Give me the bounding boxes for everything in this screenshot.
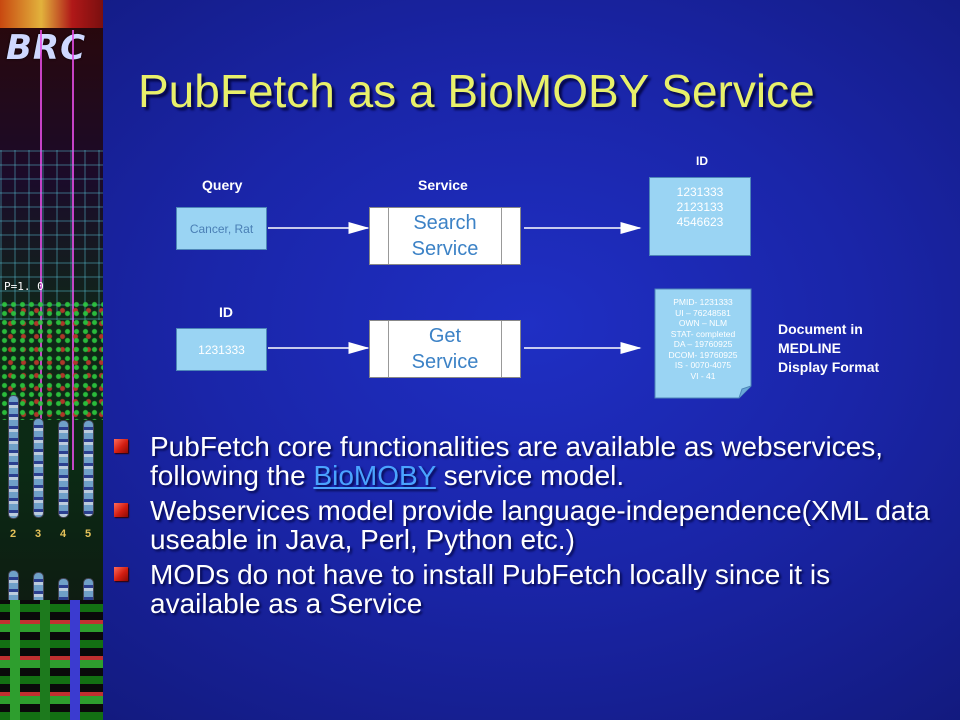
- id-value: 2123133: [676, 200, 724, 214]
- document-caption: Document in MEDLINE Display Format: [778, 320, 879, 377]
- pixel-mosaic: [0, 600, 103, 720]
- caption-line: MEDLINE: [778, 340, 841, 356]
- bullet-list: PubFetch core functionalities are availa…: [114, 432, 944, 624]
- query-label: Query: [202, 177, 243, 193]
- left-decorative-strip: BRC P=1. 0 2 3 4 5: [0, 0, 103, 720]
- document-line: UI – 76248581: [675, 307, 731, 318]
- medline-document-text: PMID- 1231333 UI – 76248581 OWN – NLM ST…: [655, 297, 751, 381]
- bullet-text: PubFetch core functionalities are availa…: [150, 431, 884, 491]
- document-line: DA – 19760925: [673, 339, 733, 349]
- search-service-line2: Service: [411, 238, 479, 260]
- chromosome-number: 5: [85, 528, 92, 540]
- chromosome-number: 3: [35, 528, 42, 540]
- get-service-line1: Get: [428, 325, 462, 347]
- chromosome-number: 2: [10, 528, 17, 540]
- bullet-item: PubFetch core functionalities are availa…: [114, 432, 944, 490]
- chromosome: [83, 420, 94, 517]
- document-line: OWN – NLM: [678, 318, 728, 328]
- strip-line: [72, 30, 74, 470]
- red-square-bullet-icon: [114, 567, 128, 581]
- get-service-box: Get Service: [369, 320, 521, 378]
- id-label-top: ID: [696, 154, 708, 168]
- document-line: DCOM- 19760925: [668, 349, 738, 360]
- brc-logo: BRC: [6, 28, 87, 68]
- chromosome: [58, 420, 69, 518]
- id-list-box: 1231333 2123133 4546623: [649, 177, 751, 256]
- bullet-text: Webservices model provide language-indep…: [150, 495, 930, 555]
- query-box: Cancer, Rat: [176, 207, 267, 250]
- document-line: IS - 0070-4075: [674, 360, 732, 370]
- id-input-box: 1231333: [176, 328, 267, 371]
- bullet-item: Webservices model provide language-indep…: [114, 496, 944, 554]
- bullet-item: MODs do not have to install PubFetch loc…: [114, 560, 944, 618]
- document-line: PMID- 1231333: [673, 297, 733, 307]
- search-service-line1: Search: [413, 212, 477, 234]
- search-service-box: Search Service: [369, 207, 521, 265]
- id-value: 4546623: [676, 215, 724, 229]
- caption-line: Document in: [778, 321, 863, 337]
- biomoby-link[interactable]: BioMOBY: [313, 460, 436, 491]
- chromosome-number: 4: [60, 528, 67, 540]
- strip-label: P=1. 0: [4, 280, 44, 293]
- bullet-text: service model.: [435, 460, 625, 491]
- chromosome: [8, 395, 19, 519]
- red-square-bullet-icon: [114, 503, 128, 517]
- id-value: 1231333: [676, 185, 724, 199]
- red-square-bullet-icon: [114, 439, 128, 453]
- slide-title: PubFetch as a BioMOBY Service: [138, 65, 815, 117]
- bullet-text: MODs do not have to install PubFetch loc…: [150, 559, 831, 619]
- strip-line: [40, 30, 42, 470]
- document-line: VI - 41: [690, 370, 716, 381]
- caption-line: Display Format: [778, 359, 880, 375]
- service-label: Service: [418, 177, 468, 193]
- strip-grid-pattern: [0, 150, 103, 320]
- chromosome: [33, 418, 44, 518]
- document-line: STAT- completed: [670, 328, 736, 339]
- id-label-bottom: ID: [219, 304, 233, 320]
- get-service-line2: Service: [411, 351, 479, 373]
- logo-banner: [0, 0, 103, 28]
